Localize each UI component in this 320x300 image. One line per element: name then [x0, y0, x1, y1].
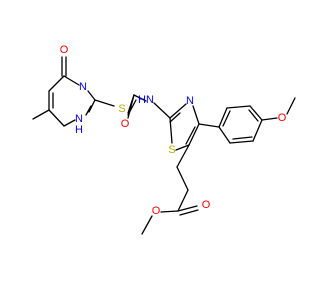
bond	[229, 140, 254, 144]
atom-labels: O N N H S N H O N S O O O	[60, 44, 287, 217]
bond	[63, 75, 80, 86]
bond	[169, 117, 173, 144]
ester-oxygen-label: O	[152, 205, 161, 217]
bond-lines	[32, 56, 296, 235]
bond	[127, 99, 137, 116]
pyrimidine-nh-hydrogen-label: H	[75, 124, 83, 136]
bond	[192, 105, 200, 125]
bond	[232, 136, 253, 140]
pyrimidine-nh-nitrogen-label: N	[75, 113, 83, 125]
amide-hydrogen-label: H	[138, 94, 146, 106]
bond	[85, 105, 92, 116]
bond	[87, 90, 96, 101]
bond	[169, 103, 187, 119]
thiazole-sulfur-label: S	[168, 144, 175, 156]
bond	[153, 102, 171, 119]
bond	[94, 99, 115, 107]
diagram-background	[0, 0, 300, 300]
bond	[286, 97, 296, 115]
bond	[252, 119, 263, 142]
ester-carbonyl-oxygen-label: O	[202, 199, 211, 211]
bond	[179, 209, 199, 216]
bond	[48, 75, 65, 92]
bond	[261, 117, 278, 121]
methoxy-oxygen-label: O	[278, 112, 287, 124]
bond	[176, 166, 189, 191]
bond	[218, 126, 231, 144]
bond	[198, 123, 220, 128]
bond	[249, 105, 263, 121]
bond	[175, 144, 190, 151]
bond	[141, 215, 153, 235]
bond	[176, 144, 190, 168]
bond	[88, 99, 96, 113]
amide-nitrogen-label: N	[146, 94, 154, 106]
bond	[218, 107, 228, 128]
bond	[32, 109, 50, 120]
bond	[222, 110, 231, 127]
bond	[188, 123, 200, 146]
bond	[185, 126, 196, 145]
keto-oxygen-label: O	[60, 44, 69, 56]
bond	[133, 94, 147, 102]
pyrimidine-nitrogen-label: N	[79, 81, 87, 93]
bond	[177, 189, 189, 212]
amide-oxygen-label: O	[121, 118, 130, 130]
thioether-sulfur-label: S	[118, 103, 125, 115]
thiazole-nitrogen-label: N	[186, 95, 194, 107]
bond	[63, 119, 76, 127]
bond	[48, 109, 65, 127]
chemical-structure-diagram: O N N H S N H O N S O O O	[0, 0, 300, 300]
bond	[177, 205, 198, 212]
bond	[160, 210, 179, 213]
bond	[226, 105, 251, 109]
bond	[248, 109, 259, 122]
bond	[169, 112, 181, 123]
